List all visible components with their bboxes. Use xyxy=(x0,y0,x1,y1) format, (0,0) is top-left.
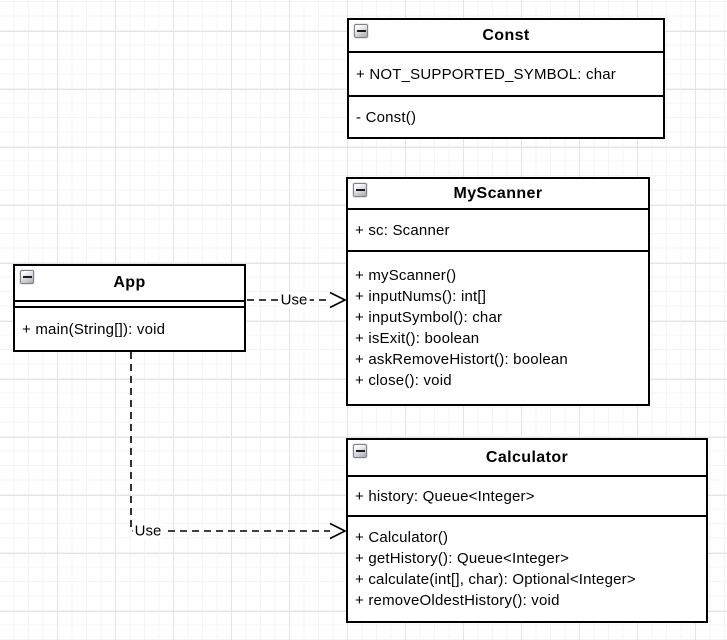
method-row: + askRemoveHistort(): boolean xyxy=(355,351,568,368)
methods-section: + Calculator() + getHistory(): Queue<Int… xyxy=(348,517,706,621)
class-box-myscanner[interactable]: MyScanner + sc: Scanner + myScanner() + … xyxy=(346,177,650,406)
method-row: + inputNums(): int[] xyxy=(355,288,487,305)
class-title: MyScanner xyxy=(453,184,543,202)
class-box-calculator[interactable]: Calculator + history: Queue<Integer> + C… xyxy=(346,438,708,623)
attribute-row: + NOT_SUPPORTED_SYMBOL: char xyxy=(356,65,616,83)
method-row: + getHistory(): Queue<Integer> xyxy=(355,550,570,567)
method-row: + inputSymbol(): char xyxy=(355,309,503,326)
class-header: Const xyxy=(349,20,663,53)
method-row: + myScanner() xyxy=(355,267,457,284)
method-row: + Calculator() xyxy=(355,529,449,546)
method-row: + main(String[]): void xyxy=(22,320,166,338)
method-row: + isExit(): boolean xyxy=(355,330,480,347)
minus-glyph xyxy=(355,189,365,191)
class-header: Calculator xyxy=(348,440,706,477)
open-arrowhead-icon xyxy=(329,522,347,540)
methods-section: + main(String[]): void xyxy=(15,308,244,350)
attributes-section: + NOT_SUPPORTED_SYMBOL: char xyxy=(349,53,663,97)
attribute-row: + sc: Scanner xyxy=(355,221,450,239)
class-box-const[interactable]: Const + NOT_SUPPORTED_SYMBOL: char - Con… xyxy=(347,18,665,139)
minus-glyph xyxy=(22,276,32,278)
class-title: App xyxy=(113,274,146,291)
class-title: Calculator xyxy=(485,448,569,466)
attributes-section: + history: Queue<Integer> xyxy=(348,477,706,517)
minus-glyph xyxy=(356,30,366,32)
methods-section: + myScanner() + inputNums(): int[] + inp… xyxy=(348,252,648,404)
collapse-icon[interactable] xyxy=(354,24,368,38)
attributes-section: + sc: Scanner xyxy=(348,210,648,252)
method-row: - Const() xyxy=(356,108,417,126)
collapse-icon[interactable] xyxy=(20,270,34,284)
collapse-icon[interactable] xyxy=(353,444,367,458)
use-edge-app-calculator[interactable] xyxy=(130,352,347,540)
method-row: + close(): void xyxy=(355,372,452,389)
method-row: + removeOldestHistory(): void xyxy=(355,592,560,609)
collapse-icon[interactable] xyxy=(353,183,367,197)
class-title: Const xyxy=(482,26,530,44)
class-box-app[interactable]: App + main(String[]): void xyxy=(13,264,246,352)
class-header: App xyxy=(15,266,244,302)
methods-section: - Const() xyxy=(349,97,663,137)
method-row: + calculate(int[], char): Optional<Integ… xyxy=(355,571,636,588)
class-header: MyScanner xyxy=(348,179,648,210)
edge-label-use[interactable]: Use xyxy=(278,291,310,309)
attribute-row: + history: Queue<Integer> xyxy=(355,487,535,505)
open-arrowhead-icon xyxy=(329,291,347,309)
edge-label-use[interactable]: Use xyxy=(132,522,164,540)
minus-glyph xyxy=(355,450,365,452)
attributes-section-empty xyxy=(15,302,244,308)
